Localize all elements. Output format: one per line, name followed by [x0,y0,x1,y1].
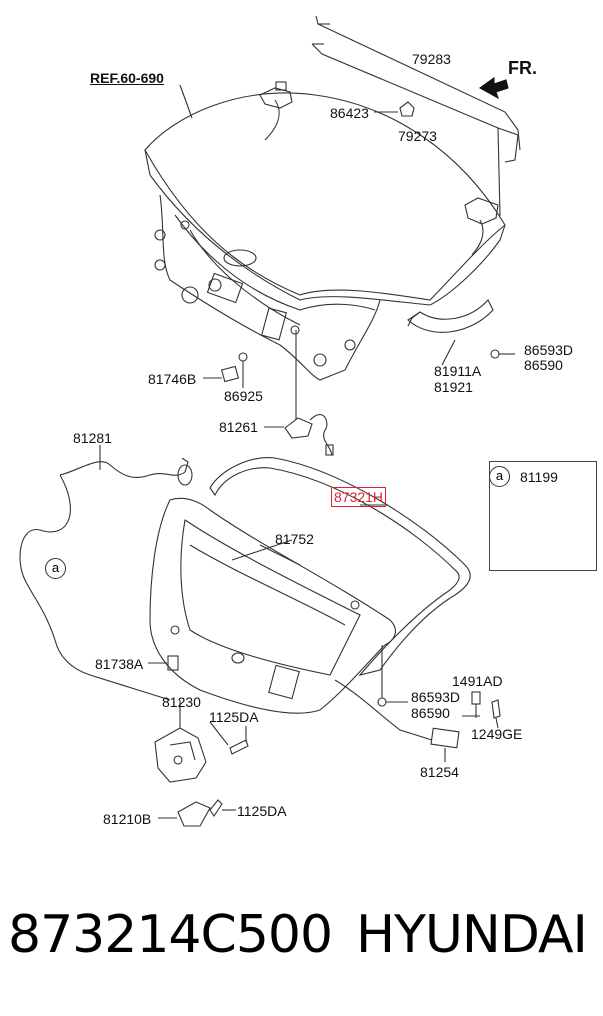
label-1125DA-a: 1125DA [209,709,259,725]
label-1491AD: 1491AD [452,673,503,689]
footer: 873214C500 HYUNDAI [0,900,603,980]
parts-diagram: REF.60-690 FR. 79283 86423 79273 81746B … [19,15,597,827]
part-number: 873214C500 [8,905,333,965]
label-81752: 81752 [275,531,314,547]
trim-81911A [407,299,494,333]
label-79283: 79283 [412,51,451,67]
trunk-lid [144,92,506,381]
label-front: FR. [508,58,537,78]
trim-81752 [149,497,396,714]
label-86423: 86423 [330,105,369,121]
label-81261: 81261 [219,419,258,435]
label-79273: 79273 [398,128,437,144]
front-arrow [478,76,509,100]
label-87321H: 87321H [331,487,387,507]
label-ref: REF.60-690 [90,70,164,86]
cable-81281 [19,445,193,701]
label-81738A: 81738A [95,656,144,672]
striker-81210B [177,801,211,827]
hinge-left [259,81,293,141]
label-81210B: 81210B [103,811,152,827]
label-81281: 81281 [73,430,112,446]
label-86925: 86925 [224,388,263,404]
label-86590-bottom: 86590 [411,705,450,721]
clip-86423 [399,101,415,117]
label-81199: 81199 [520,469,558,485]
label-81254: 81254 [420,764,459,780]
label-86593D-bottom: 86593D [411,689,461,705]
rod-79283 [311,15,521,217]
label-86593D-top: 86593D [524,342,574,358]
brand-name: HYUNDAI [356,905,588,965]
label-1125DA-b: 1125DA [237,803,287,819]
switch-81261 [264,330,334,456]
label-1249GE: 1249GE [471,726,523,742]
label-81230: 81230 [162,694,201,710]
nut-top [490,349,500,359]
label-86590-top: 86590 [524,357,563,373]
part-81746B [221,365,239,383]
part-81254 [430,727,460,749]
label-81911A: 81911A [434,363,482,379]
diagram-drawing [19,15,554,827]
inset-marker: a [489,466,510,487]
latch-81230 [154,710,207,783]
hinge-right [464,197,499,256]
left-marker: a [45,558,66,579]
label-81746B: 81746B [148,371,197,387]
label-81921: 81921 [434,379,473,395]
